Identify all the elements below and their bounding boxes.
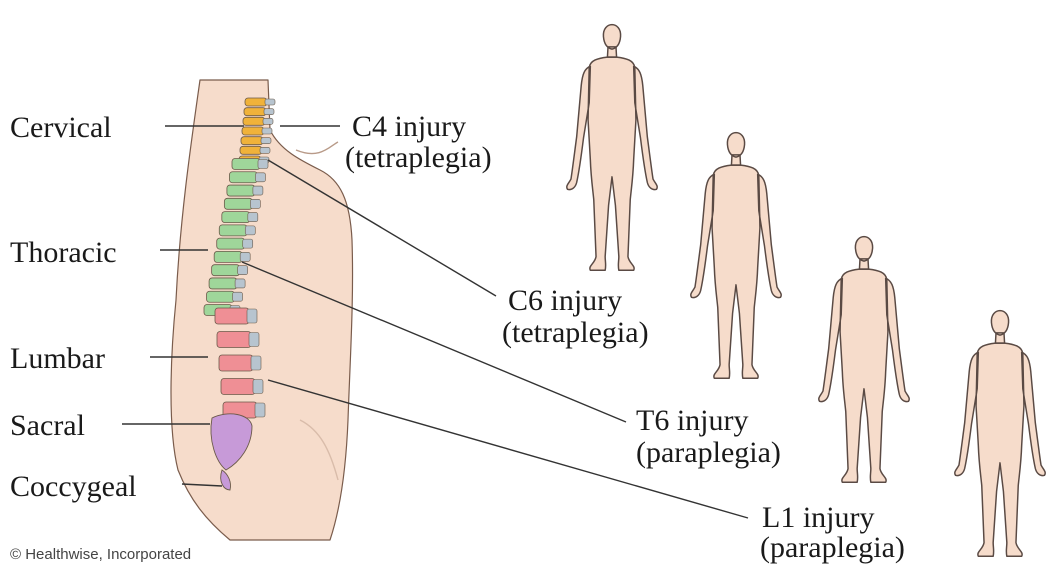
body-figure bbox=[949, 311, 1052, 559]
vertebra bbox=[227, 185, 255, 196]
intervertebral-disc bbox=[248, 213, 258, 222]
intervertebral-disc bbox=[253, 380, 263, 394]
vertebra bbox=[219, 355, 253, 371]
vertebra bbox=[207, 291, 235, 302]
vertebra bbox=[229, 172, 257, 183]
figure-skin bbox=[567, 25, 657, 271]
vertebra bbox=[219, 225, 247, 236]
intervertebral-disc bbox=[247, 309, 257, 323]
injury-level-l1: L1 injury bbox=[762, 501, 875, 534]
vertebra bbox=[217, 332, 251, 348]
vertebra bbox=[215, 308, 249, 324]
injury-level-c4: C4 injury bbox=[352, 110, 466, 143]
intervertebral-disc bbox=[233, 292, 243, 301]
vertebra bbox=[240, 146, 262, 154]
vertebra bbox=[244, 108, 266, 116]
body-figure bbox=[561, 25, 664, 273]
intervertebral-disc bbox=[249, 333, 259, 347]
figure-skin bbox=[819, 237, 909, 483]
intervertebral-disc bbox=[251, 356, 261, 370]
injury-level-c6: C6 injury bbox=[508, 284, 622, 317]
region-label-sacral: Sacral bbox=[10, 409, 85, 442]
intervertebral-disc bbox=[235, 279, 245, 288]
intervertebral-disc bbox=[255, 173, 265, 182]
injury-type-l1: (paraplegia) bbox=[760, 531, 905, 564]
vertebra bbox=[243, 117, 265, 125]
vertebra bbox=[242, 127, 264, 135]
body-figures bbox=[561, 25, 1052, 559]
figure-skin bbox=[691, 133, 781, 379]
vertebra bbox=[212, 265, 240, 276]
vertebra bbox=[217, 238, 245, 249]
body-figure bbox=[685, 133, 788, 381]
intervertebral-disc bbox=[243, 239, 253, 248]
intervertebral-disc bbox=[261, 138, 271, 144]
intervertebral-disc bbox=[245, 226, 255, 235]
intervertebral-disc bbox=[258, 160, 268, 169]
injury-type-c6: (tetraplegia) bbox=[502, 316, 649, 349]
intervertebral-disc bbox=[253, 186, 263, 195]
region-label-coccygeal: Coccygeal bbox=[10, 470, 137, 503]
intervertebral-disc bbox=[238, 266, 248, 275]
figure-skin bbox=[955, 311, 1045, 557]
intervertebral-disc bbox=[250, 199, 260, 208]
vertebra bbox=[224, 198, 252, 209]
intervertebral-disc bbox=[265, 99, 275, 105]
injury-level-t6: T6 injury bbox=[636, 404, 749, 437]
intervertebral-disc bbox=[264, 109, 274, 115]
injury-type-t6: (paraplegia) bbox=[636, 436, 781, 469]
vertebra bbox=[209, 278, 237, 289]
region-label-cervical: Cervical bbox=[10, 111, 112, 144]
vertebra bbox=[222, 212, 250, 223]
intervertebral-disc bbox=[260, 147, 270, 153]
intervertebral-disc bbox=[255, 403, 265, 417]
intervertebral-disc bbox=[240, 252, 250, 261]
vertebra bbox=[214, 251, 242, 262]
vertebra bbox=[245, 98, 267, 106]
vertebra bbox=[241, 137, 263, 145]
intervertebral-disc bbox=[262, 128, 272, 134]
intervertebral-disc bbox=[263, 118, 273, 124]
copyright-credit: © Healthwise, Incorporated bbox=[10, 546, 191, 563]
injury-type-c4: (tetraplegia) bbox=[345, 141, 492, 174]
region-label-thoracic: Thoracic bbox=[10, 236, 117, 269]
body-figure bbox=[813, 237, 916, 485]
vertebra bbox=[221, 379, 255, 395]
region-label-lumbar: Lumbar bbox=[10, 342, 105, 375]
vertebra bbox=[232, 159, 260, 170]
